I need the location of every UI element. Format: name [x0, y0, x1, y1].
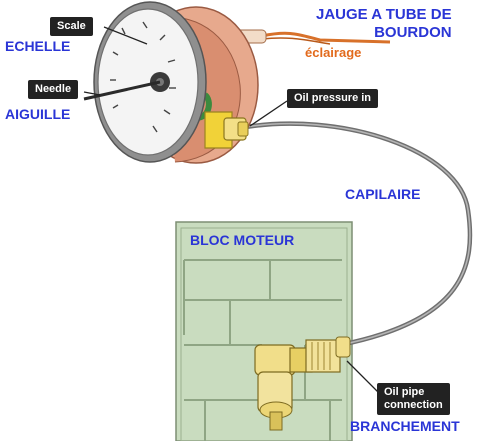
oil-pressure-in-callout: Oil pressure in [287, 89, 379, 108]
eclairage-label: éclairage [305, 45, 362, 60]
oil-pipe-connection-fitting [254, 336, 351, 431]
callout-leaders [83, 26, 380, 394]
oil-pressure-inlet-fitting [223, 117, 249, 141]
capilaire-label: CAPILAIRE [345, 186, 421, 202]
needle-callout: Needle [28, 80, 79, 99]
branchement-label: BRANCHEMENT [350, 418, 460, 434]
gauge-face [83, 1, 207, 163]
gauge-needle [83, 80, 161, 101]
oil-pipe-connection-callout: Oil pipe connection [377, 383, 450, 415]
echelle-label: ECHELLE [5, 38, 71, 54]
lighting-wire [261, 31, 391, 44]
jauge-title-label: JAUGE A TUBE DE BOURDON [316, 6, 452, 41]
aiguille-label: AIGUILLE [5, 106, 71, 122]
bloc-moteur-label: BLOC MOTEUR [190, 232, 295, 248]
scale-callout: Scale [50, 17, 93, 36]
